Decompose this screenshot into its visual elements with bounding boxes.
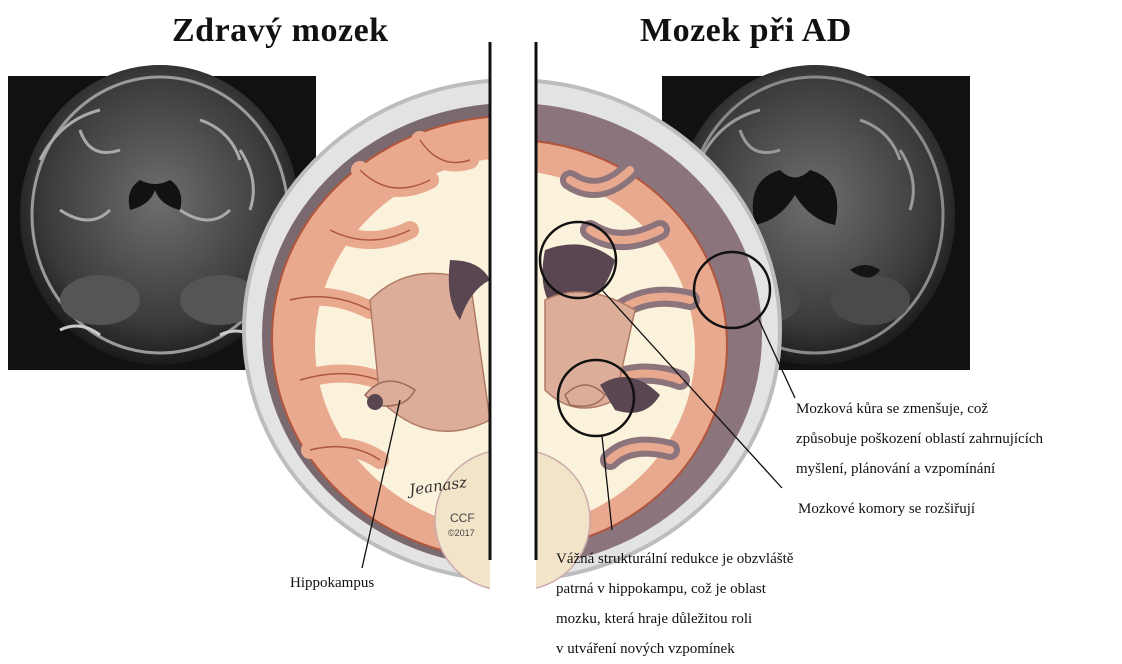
title-ad-brain: Mozek při AD: [640, 12, 852, 50]
label-hippocampus-reduction-line: patrná v hippokampu, což je oblast: [556, 574, 793, 604]
svg-text:©2017: ©2017: [448, 528, 475, 538]
label-cortex-shrinks: Mozková kůra se zmenšuje, což způsobuje …: [796, 394, 1043, 484]
svg-text:CCF: CCF: [450, 511, 475, 525]
title-healthy-brain: Zdravý mozek: [172, 12, 389, 50]
label-cortex-line: myšlení, plánování a vzpomínání: [796, 454, 1043, 484]
label-hippocampus-reduction-line: v utváření nových vzpomínek: [556, 634, 793, 664]
label-ventricles-enlarge: Mozkové komory se rozšiřují: [798, 494, 975, 524]
label-hippocampus-reduction: Vážná strukturální redukce je obzvláště …: [556, 544, 793, 664]
label-hippocampus-reduction-line: Vážná strukturální redukce je obzvláště: [556, 544, 793, 574]
deep-nuclei-healthy: [370, 273, 490, 431]
label-cortex-line: způsobuje poškození oblastí zahrnujících: [796, 424, 1043, 454]
label-cortex-line: Mozková kůra se zmenšuje, což: [796, 394, 1043, 424]
label-hippocampus: Hippokampus: [290, 568, 374, 598]
label-hippocampus-reduction-line: mozku, která hraje důležitou roli: [556, 604, 793, 634]
